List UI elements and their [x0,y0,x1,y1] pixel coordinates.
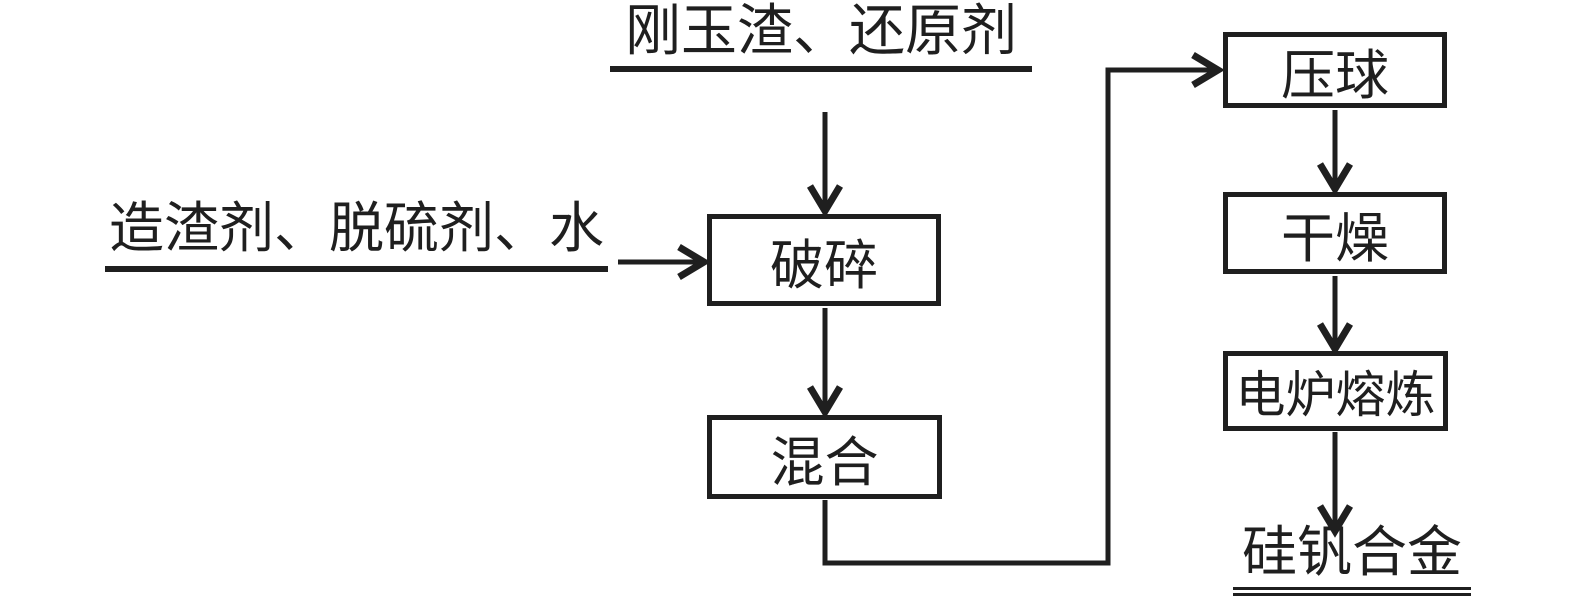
input-label-left-feed: 造渣剂、脱硫剂、水 [105,192,608,272]
arrowhead-down-icon [806,385,844,419]
arrowhead-down-icon [1316,162,1354,196]
input-label-top-feed: 刚玉渣、还原剂 [610,0,1032,72]
arrowhead-down-icon [1316,322,1354,356]
connector-crush-to-mix [806,308,844,419]
connector-topfeed-to-crush [806,112,844,218]
output-label-product: 硅钒合金 [1233,520,1471,596]
arrowhead-right-icon [677,243,711,281]
connector-smelt-to-product [1316,432,1354,538]
process-box-smelt: 电炉熔炼 [1223,351,1448,431]
connector-dry-to-smelt [1316,276,1354,356]
arrowhead-down-icon [806,184,844,218]
connector-briquette-to-dry [1316,110,1354,196]
process-box-mix: 混合 [707,415,942,499]
process-box-crush: 破碎 [707,214,941,306]
process-box-briquette: 压球 [1223,32,1447,108]
process-box-dry: 干燥 [1223,192,1447,274]
arrowhead-right-icon [1191,51,1225,89]
connector-leftfeed-to-crush [618,243,711,281]
